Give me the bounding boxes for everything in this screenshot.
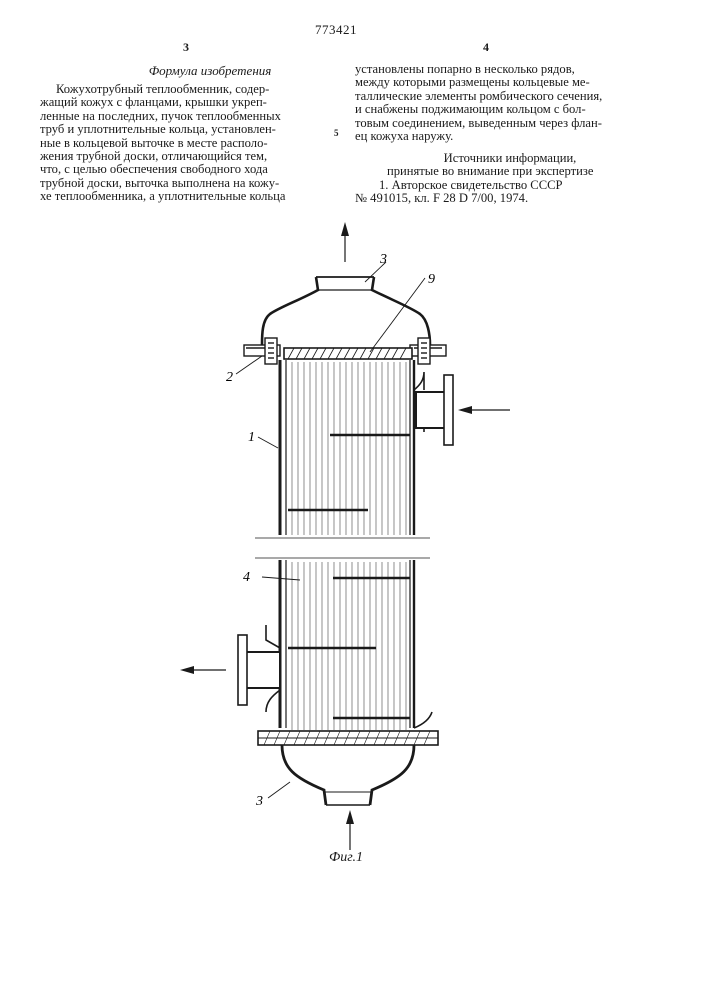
baffles-upper: [288, 435, 410, 510]
label-tubes: 4: [243, 570, 250, 585]
inlet-nozzle: [414, 372, 510, 445]
label-seal: 2: [226, 370, 233, 385]
bottom-cover: [282, 745, 414, 805]
label-ring: 9: [428, 272, 435, 287]
label-cover-top: 3: [379, 252, 387, 267]
top-cover: [262, 277, 430, 345]
label-shell: 1: [248, 430, 255, 445]
label-cover-bottom: 3: [255, 794, 263, 809]
top-outlet-arrow: [341, 222, 349, 262]
figure-caption: Фиг.1: [329, 850, 363, 866]
outlet-nozzle: [180, 625, 280, 712]
baffles-lower: [288, 578, 410, 718]
top-tube-sheet: [284, 348, 412, 359]
tube-bundle-lower: [292, 562, 406, 730]
bottom-inlet-arrow: [346, 810, 354, 850]
